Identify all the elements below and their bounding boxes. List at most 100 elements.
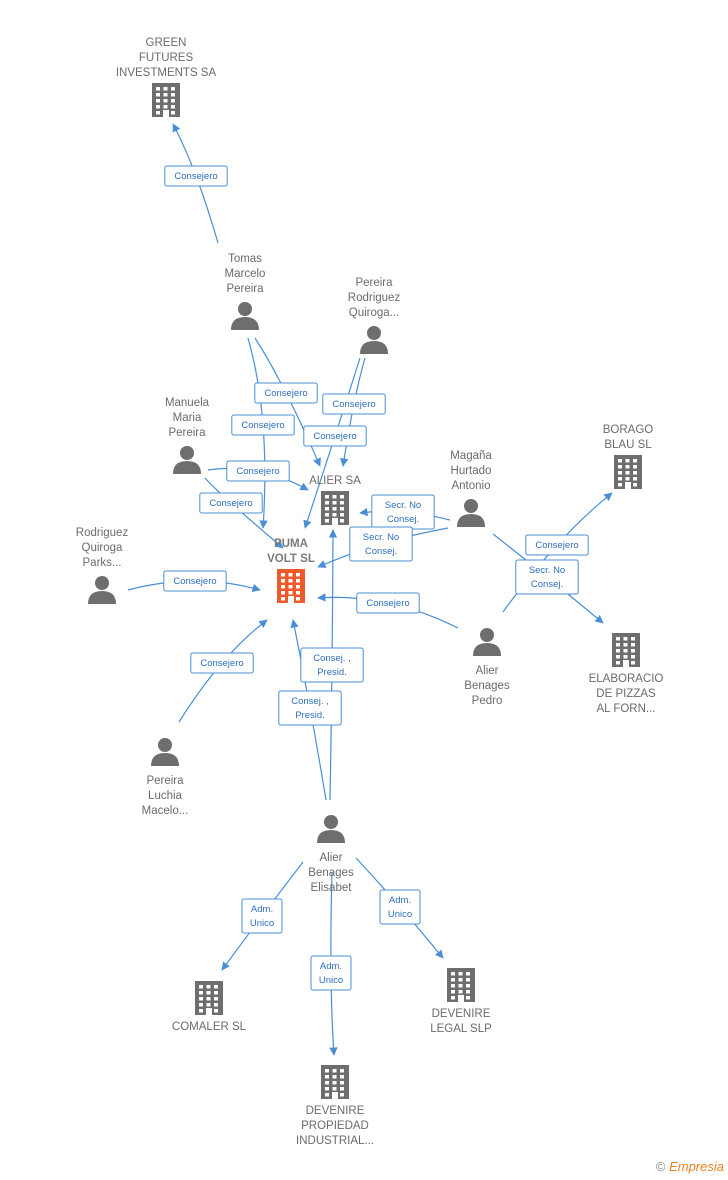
node-label-line: DEVENIRE xyxy=(432,1008,491,1020)
edge-label[interactable]: Adm.Unico xyxy=(310,955,352,991)
node-label-line: Rodriguez xyxy=(76,527,129,539)
node-label-line: VOLT SL xyxy=(267,553,315,565)
node-label-line: INVESTMENTS SA xyxy=(116,67,217,79)
edge-label-box xyxy=(254,382,318,404)
edge-label-box xyxy=(303,425,367,447)
edge-label[interactable]: Consej. , Presid. xyxy=(300,647,364,683)
building-icon xyxy=(195,981,223,1015)
node-puma[interactable]: PUMA VOLT SL xyxy=(267,538,315,603)
edge-label[interactable]: Consejero xyxy=(303,425,367,447)
edge-label[interactable]: Consejero xyxy=(164,165,228,187)
edge-label[interactable]: Consejero xyxy=(356,592,420,614)
node-rodriguez[interactable]: RodriguezQuirogaParks... xyxy=(76,527,129,604)
edge-label-text: Secr. No xyxy=(529,565,565,576)
node-label-line: Pereira xyxy=(146,775,184,787)
edge-label-text: Secr. No xyxy=(385,500,421,511)
edge-label[interactable]: Consejero xyxy=(163,570,227,592)
edge-label-text: Consej. xyxy=(387,514,419,525)
edge-label-box xyxy=(231,414,295,436)
node-green[interactable]: GREEN FUTURES INVESTMENTS SA xyxy=(116,37,217,117)
node-devlegal[interactable]: DEVENIRE LEGAL SLP xyxy=(430,968,492,1035)
person-icon xyxy=(360,326,388,354)
edge-label-text: Unico xyxy=(250,918,274,929)
edge-label[interactable]: Consejero xyxy=(322,393,386,415)
edge-label[interactable]: Consej. ,Presid. xyxy=(278,690,342,726)
person-icon xyxy=(88,576,116,604)
person-icon xyxy=(473,628,501,656)
building-icon xyxy=(614,455,642,489)
node-label-line: Pereira xyxy=(355,277,393,289)
edge-label-text: Consejero xyxy=(200,658,243,669)
node-label-line: Magaña xyxy=(450,450,492,462)
node-label-line: AL FORN... xyxy=(597,703,656,715)
person-icon xyxy=(317,815,345,843)
node-label-line: Maria xyxy=(173,412,202,424)
node-label-line: Pereira xyxy=(168,427,206,439)
node-label-line: Quiroga xyxy=(82,542,124,554)
edge-label-box xyxy=(356,592,420,614)
edge-label-box xyxy=(226,460,290,482)
edge-label[interactable]: Consejero xyxy=(254,382,318,404)
node-label-line: Benages xyxy=(308,867,354,879)
edge-label[interactable]: Consejero xyxy=(525,534,589,556)
edge-label[interactable]: Consejero xyxy=(199,492,263,514)
edge-label-text: Consejero xyxy=(236,466,279,477)
edge-label-box xyxy=(525,534,589,556)
edge-label[interactable]: Adm.Unico xyxy=(379,889,421,925)
edge-label-text: Consejero xyxy=(174,171,217,182)
node-label-line: LEGAL SLP xyxy=(430,1023,492,1035)
node-label-line: PUMA xyxy=(274,538,308,550)
edge-label-box xyxy=(199,492,263,514)
brand-name: Empresia xyxy=(669,1159,724,1174)
edge-label-text: Consej. , xyxy=(313,653,351,664)
edge-label[interactable]: Secr. No Consej. xyxy=(371,494,435,530)
building-icon xyxy=(277,569,305,603)
edge-label[interactable]: Adm.Unico xyxy=(241,898,283,934)
building-icon xyxy=(447,968,475,1002)
edge-label-text: Adm. xyxy=(389,895,411,906)
node-alier[interactable]: ALIER SA xyxy=(309,475,361,525)
nodes-layer: GREEN FUTURES INVESTMENTS SA TomasMarceloPe… xyxy=(76,37,664,1147)
node-pereiraRQ[interactable]: PereiraRodriguezQuiroga... xyxy=(348,277,401,354)
edge-label-box xyxy=(278,690,342,726)
node-label-line: DE PIZZAS xyxy=(596,688,656,700)
edge-label-box xyxy=(164,165,228,187)
node-label-line: Antonio xyxy=(451,480,490,492)
node-label-line: Hurtado xyxy=(451,465,492,477)
node-comaler[interactable]: COMALER SL xyxy=(172,981,247,1033)
person-icon xyxy=(457,499,485,527)
node-label-line: Marcelo xyxy=(225,268,266,280)
edge-label[interactable]: Consejero xyxy=(190,652,254,674)
edge-label-text: Presid. xyxy=(317,667,347,678)
edge-label-text: Consejero xyxy=(313,431,356,442)
node-label-line: Elisabet xyxy=(311,882,353,894)
node-label-line: PROPIEDAD xyxy=(301,1120,369,1132)
node-luchia[interactable]: PereiraLuchiaMacelo... xyxy=(142,738,189,817)
building-icon xyxy=(152,83,180,117)
edge-label-text: Consejero xyxy=(173,576,216,587)
edge-label-text: Unico xyxy=(319,975,343,986)
node-label-line: ELABORACIO xyxy=(589,673,664,685)
node-devprop[interactable]: DEVENIREPROPIEDADINDUSTRIAL... xyxy=(296,1065,374,1147)
node-elab[interactable]: ELABORACIO DE PIZZAS AL FORN... xyxy=(589,633,664,715)
node-label-line: Alier xyxy=(475,665,498,677)
node-label-line: Luchia xyxy=(148,790,182,802)
edge-label-text: Presid. xyxy=(295,710,325,721)
node-label-line: FUTURES xyxy=(139,52,194,64)
building-icon xyxy=(321,1065,349,1099)
edge-label[interactable]: Consejero xyxy=(226,460,290,482)
node-label-line: BORAGO xyxy=(603,424,654,436)
node-label-line: Macelo... xyxy=(142,805,189,817)
edge-label-text: Consejero xyxy=(332,399,375,410)
node-label-line: GREEN xyxy=(146,37,187,49)
edge-label[interactable]: Consejero xyxy=(231,414,295,436)
